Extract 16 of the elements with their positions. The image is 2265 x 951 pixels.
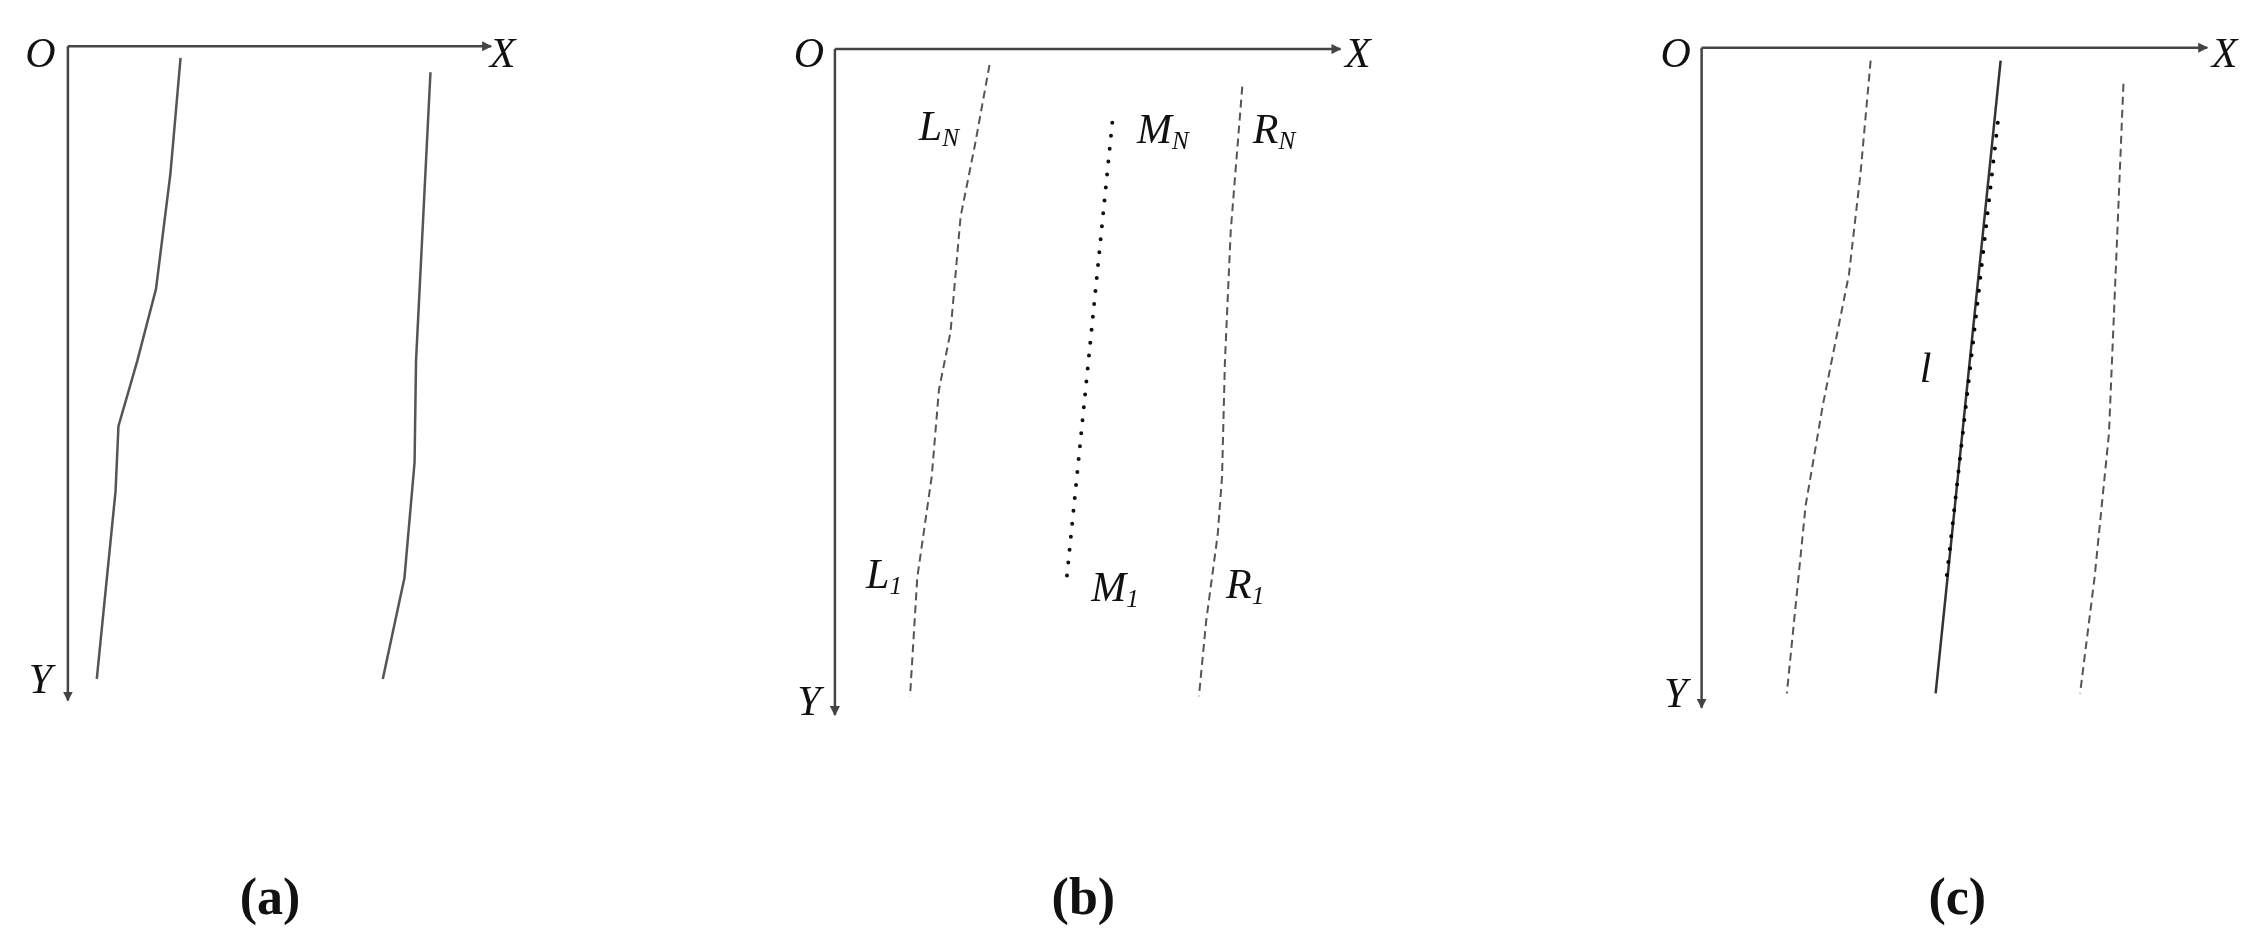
axis-label: L$_{1}$ <box>866 549 902 601</box>
axis-label: X <box>1345 29 1371 78</box>
axis-label: X <box>2211 29 2238 78</box>
axis-label: O <box>1660 29 1691 78</box>
panel-label: (a) <box>239 866 301 926</box>
axis-label: R$_{1}$ <box>1226 559 1265 611</box>
axis-label: R$_{N}$ <box>1252 104 1296 156</box>
axis-label: M$_{1}$ <box>1091 562 1139 614</box>
panel-label: (c) <box>1928 866 1987 926</box>
axis-label: X <box>489 29 516 78</box>
axis-label: M$_{N}$ <box>1136 104 1189 156</box>
axis-label: l <box>1919 344 1932 393</box>
axis-label: O <box>793 29 825 78</box>
axis-label: L$_{N}$ <box>918 101 959 153</box>
panel-label: (b) <box>1051 866 1116 926</box>
axis-label: O <box>25 29 56 78</box>
